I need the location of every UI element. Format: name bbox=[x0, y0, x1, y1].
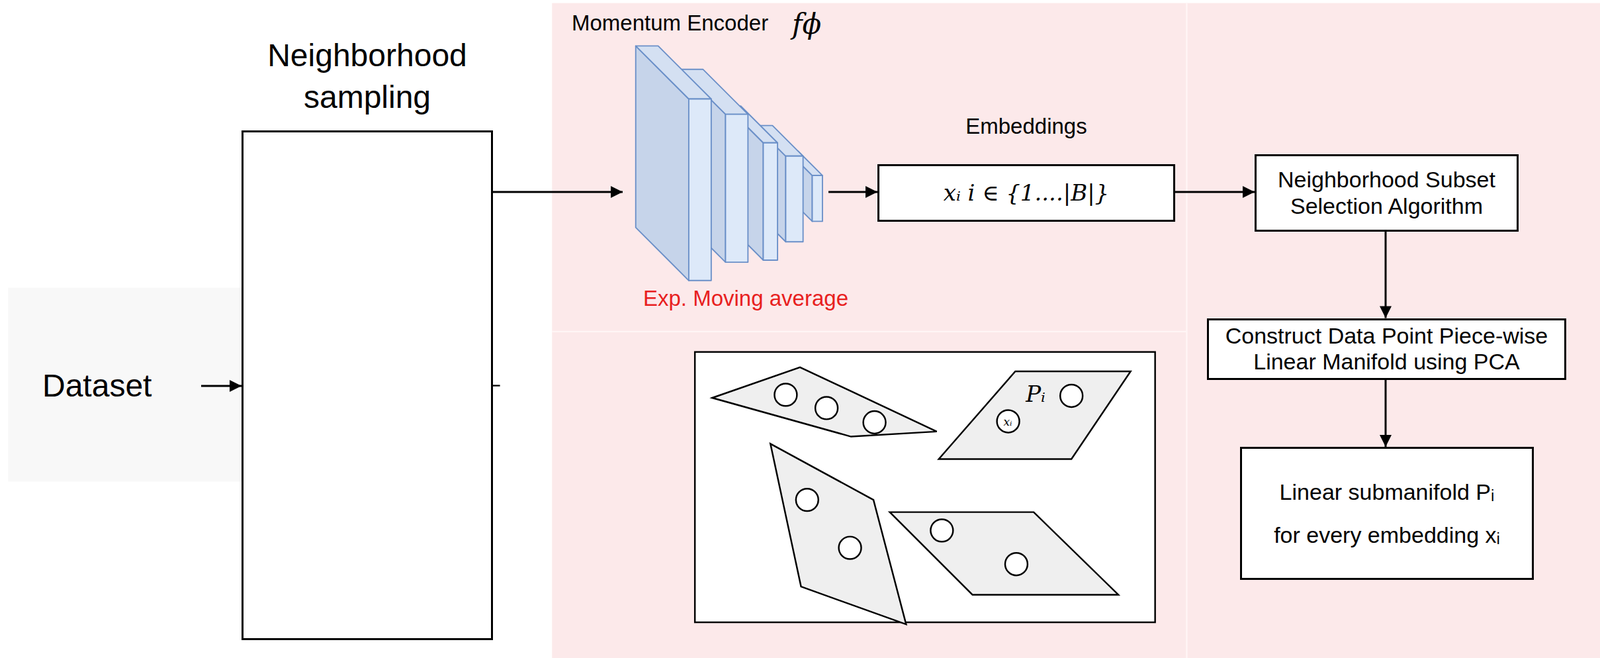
arrow-connector bbox=[201, 385, 242, 388]
embeddings-box: Embeddingsxᵢ i ∈ {1....|B|} bbox=[877, 164, 1176, 222]
encoder-layers bbox=[635, 45, 823, 280]
process-box: Neighborhood Subset Selection Algorithm bbox=[1254, 154, 1519, 232]
pink-panel bbox=[551, 3, 1600, 658]
manifold-sketch bbox=[694, 352, 1155, 624]
node-text: fϕ bbox=[792, 7, 822, 42]
arrow-connector bbox=[1175, 191, 1255, 194]
node-text: Linear submanifold Pᵢ for every embeddin… bbox=[1267, 470, 1507, 556]
arrow-connector bbox=[828, 191, 878, 194]
node-text: Momentum Encoder bbox=[571, 9, 769, 37]
output-box: Linear submanifold Pᵢ for every embeddin… bbox=[1240, 446, 1534, 580]
arrow-connector bbox=[1384, 231, 1387, 319]
dataset-ground bbox=[7, 287, 245, 482]
node-text: Exp. Moving average bbox=[643, 285, 849, 312]
dataset-label: Dataset bbox=[42, 363, 202, 408]
arrow-connector bbox=[492, 191, 623, 194]
node-text: xᵢ i ∈ {1....|B|} bbox=[943, 179, 1110, 207]
node-text: Construct Data Point Piece-wise Linear M… bbox=[1208, 322, 1565, 375]
math-label: xᵢ bbox=[1003, 416, 1012, 428]
process-box: Construct Data Point Piece-wise Linear M… bbox=[1206, 318, 1567, 380]
math-label: Pᵢ bbox=[1025, 382, 1046, 405]
node-text: Neighborhood Subset Selection Algorithm bbox=[1256, 166, 1517, 219]
node-text: Embeddings bbox=[879, 113, 1174, 140]
arrow-connector bbox=[1384, 379, 1387, 448]
node-text: Dataset bbox=[42, 366, 152, 405]
node-text: Neighborhood sampling bbox=[243, 35, 491, 118]
sampling-box: Neighborhood sampling bbox=[241, 130, 493, 640]
encoder-block: Momentum EncoderfϕExp. Moving average bbox=[622, 5, 829, 312]
